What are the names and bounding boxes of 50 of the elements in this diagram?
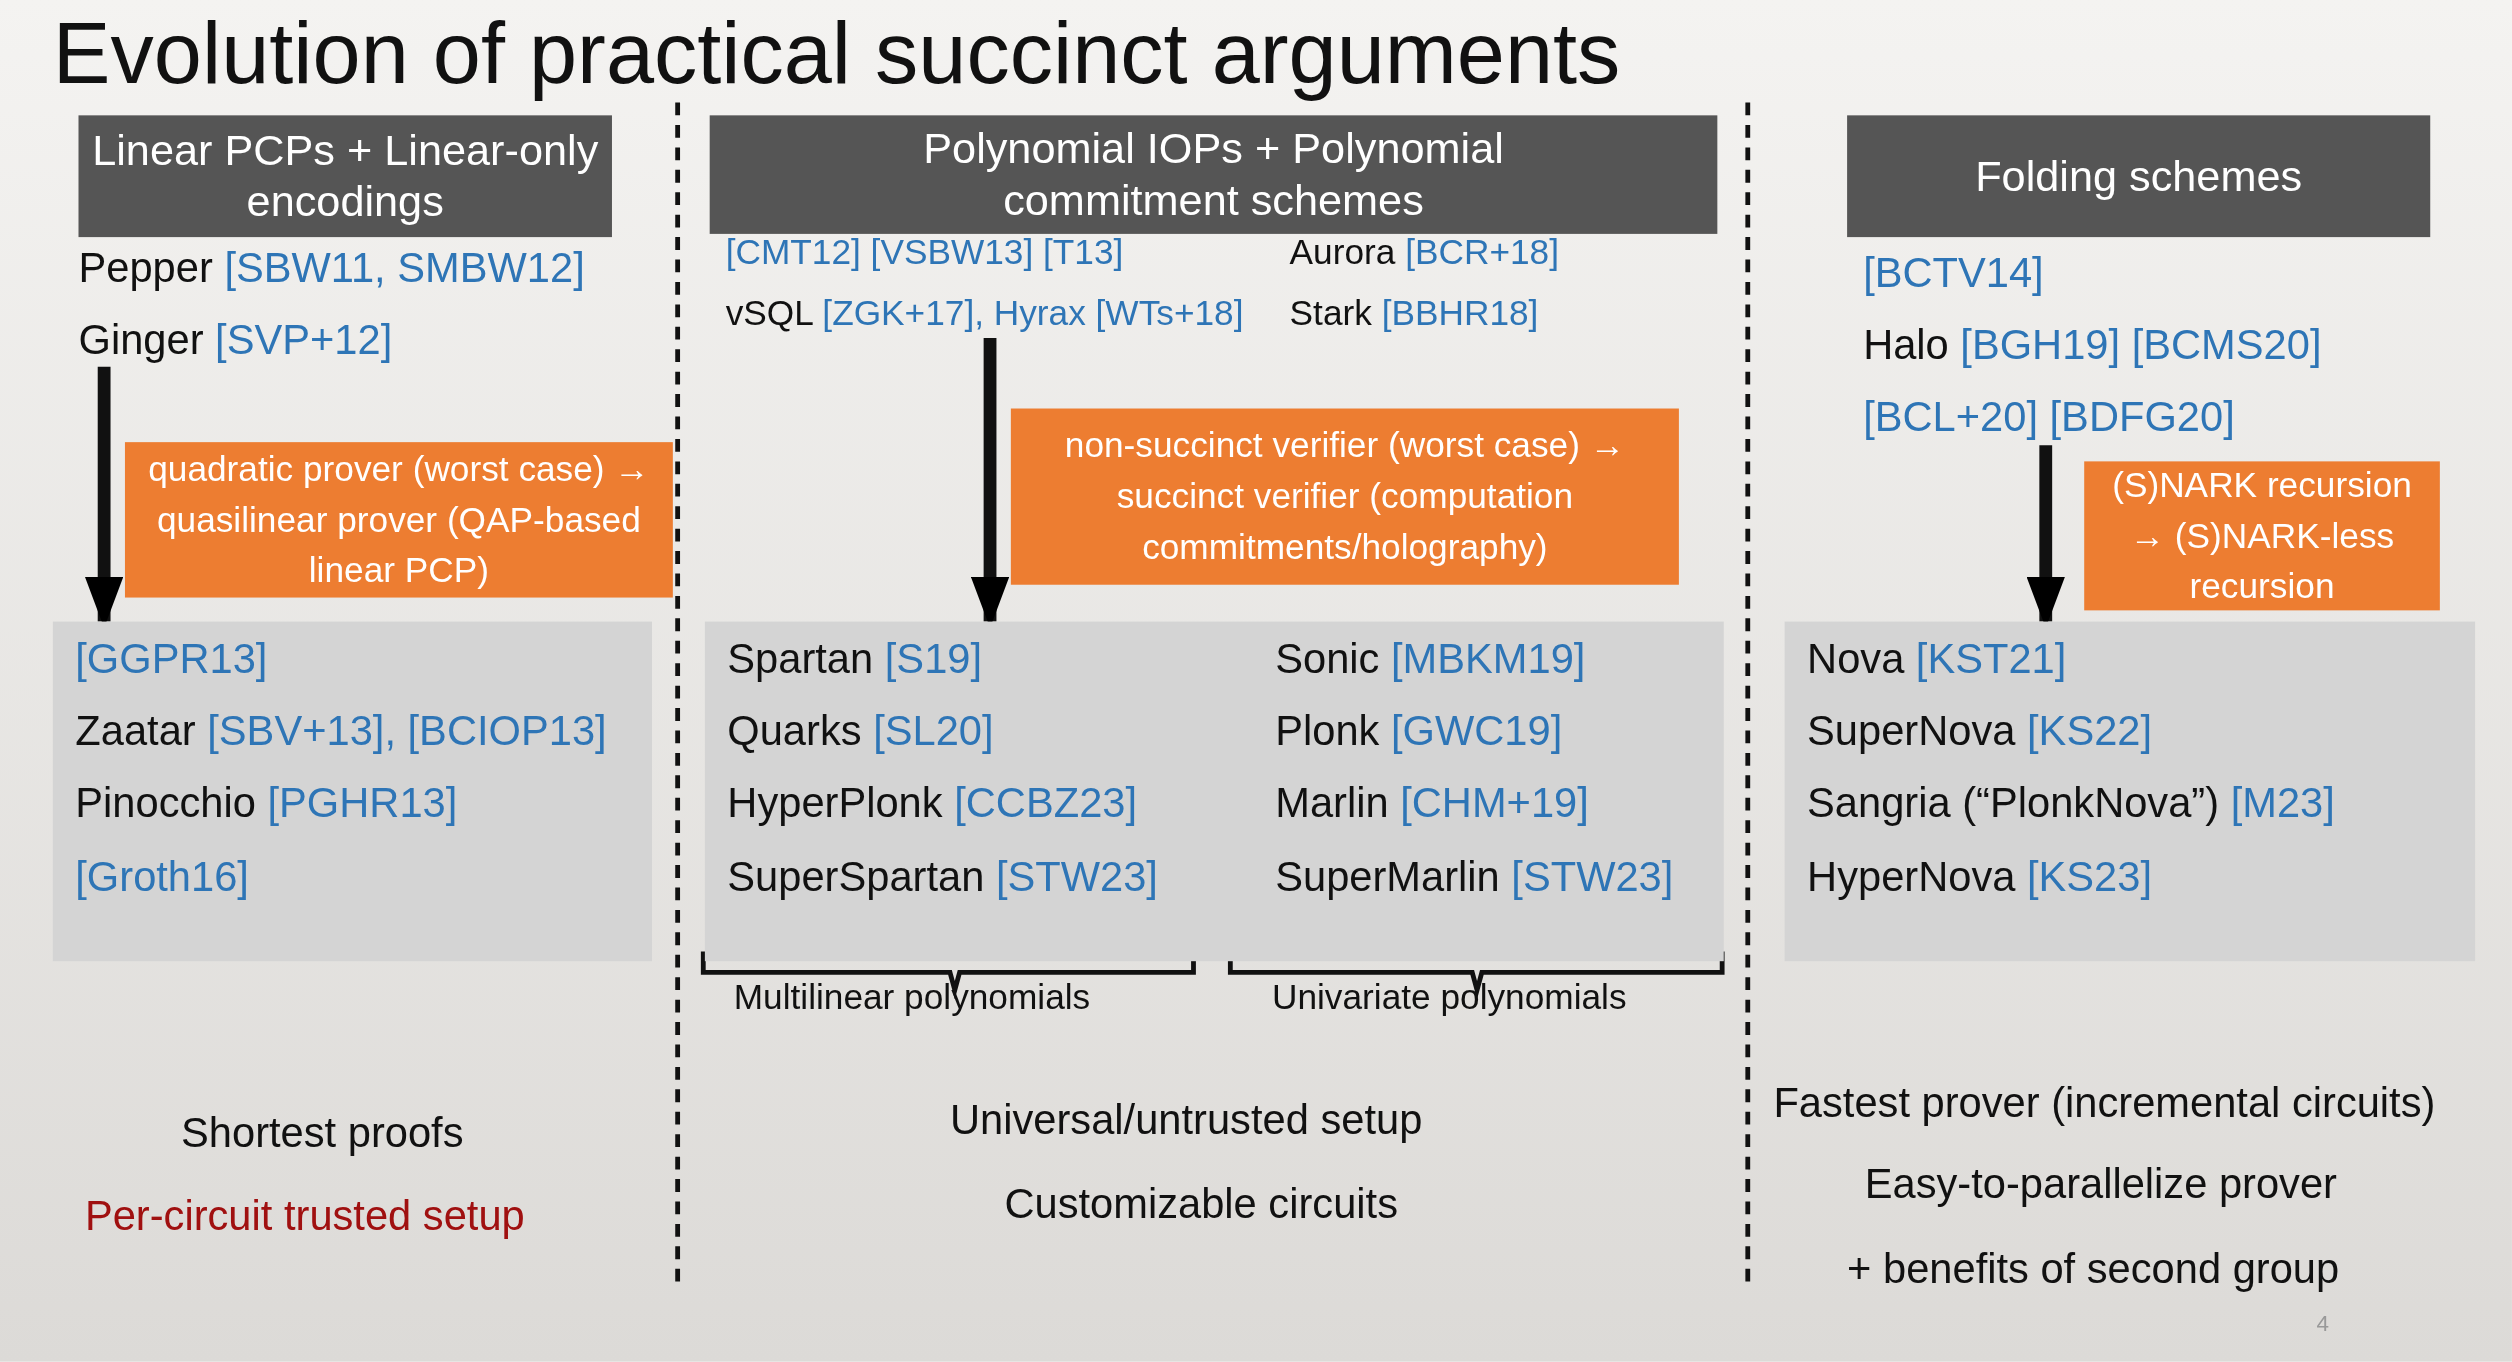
reference-entry: Spartan [S19] (727, 634, 984, 685)
note-text: Per-circuit trusted setup (84, 1191, 525, 1242)
header-text: Linear PCPs + Linear-only encodings (91, 124, 600, 228)
reference-entry: vSQL [ZGK+17], Hyrax [WTs+18] (725, 293, 1245, 336)
header-box (709, 115, 1718, 234)
note-text: + benefits of second group (1847, 1244, 2340, 1295)
reference-entry: Plonk [GWC19] (1275, 706, 1564, 757)
page-number: 4 (2316, 1310, 2329, 1337)
note-text: Universal/untrusted setup (950, 1095, 1423, 1146)
reference-entry: Zaatar [SBV+13], [BCIOP13] (75, 706, 608, 757)
reference-entry: Aurora [BCR+18] (1289, 232, 1560, 275)
reference-entry: HyperNova [KS23] (1807, 851, 2154, 902)
note-text: Customizable circuits (1004, 1179, 1398, 1229)
reference-entry: Pinocchio [PGHR13] (75, 779, 459, 830)
reference-entry: HyperPlonk [CCBZ23] (727, 779, 1139, 830)
reference-entry: Quarks [SL20] (727, 706, 995, 757)
note-text: Multilinear polynomials (733, 977, 1091, 1019)
group-panel (52, 621, 652, 962)
slide-title: Evolution of practical succinct arguments (52, 3, 1621, 103)
reference-entry: [Groth16] (75, 851, 250, 902)
note-text: quadratic prover (worst case) → quasilinear prover (QAP-based linear PCP) (147, 447, 651, 593)
reference-entry: Stark [BBHR18] (1289, 293, 1540, 336)
note-text: Univariate polynomials (1272, 977, 1627, 1019)
reference-entry: Sonic [MBKM19] (1275, 634, 1587, 685)
header-box (1847, 115, 2431, 238)
note-box (1010, 408, 1679, 585)
note-text: Easy-to-parallelize prover (1864, 1159, 2337, 1210)
group-panel (1784, 621, 2476, 962)
reference-entry: Pepper [SBW11, SMBW12] (78, 243, 586, 294)
reference-entry: Nova [KST21] (1807, 634, 2068, 685)
reference-entry: [BCTV14] (1863, 248, 2045, 299)
note-text: Fastest prover (incremental circuits) (1773, 1078, 2436, 1128)
reference-entry: [BCL+20] [BDFG20] (1863, 393, 2236, 444)
reference-entry: Sangria (“PlonkNova”) [M23] (1807, 779, 2336, 830)
reference-entry: Marlin [CHM+19] (1275, 779, 1590, 830)
reference-entry: SuperSpartan [STW23] (727, 851, 1159, 902)
note-box (2084, 461, 2440, 611)
reference-entry: SuperNova [KS22] (1807, 706, 2154, 757)
note-text: (S)NARK recursion → (S)NARK-less recursion (2111, 463, 2413, 609)
header-text: Polynomial IOPs + Polynomial commitment schemes (922, 123, 1505, 227)
reference-entry: Ginger [SVP+12] (78, 315, 394, 366)
header-box (78, 115, 612, 238)
reference-entry: [GGPR13] (75, 634, 269, 685)
note-text: Shortest proofs (181, 1108, 464, 1159)
reference-entry: Halo [BGH19] [BCMS20] (1863, 320, 2323, 371)
note-text: non-succinct verifier (worst case) → succinct verifier (computation commitments/holography) (1063, 423, 1626, 569)
reference-entry: SuperMarlin [STW23] (1275, 851, 1675, 902)
reference-entry: [CMT12] [VSBW13] [T13] (725, 232, 1125, 275)
group-panel (704, 621, 1724, 962)
header-text: Folding schemes (1975, 150, 2303, 202)
